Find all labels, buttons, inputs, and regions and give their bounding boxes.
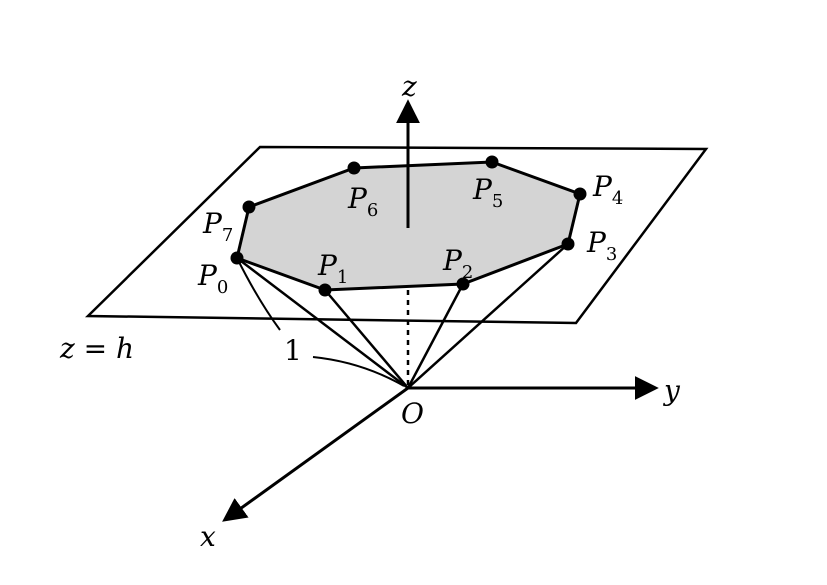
edge-o-p2 [406,283,465,389]
label-p6: P6 [347,182,378,221]
y-axis-label: y [662,374,681,407]
plane-z-h [84,145,709,325]
origin-label: O [401,397,424,430]
plane-label: z = h [59,332,134,365]
edge-o-p3 [407,243,569,389]
label-p5: P5 [472,173,503,212]
vertex-p5 [485,155,499,169]
label-p1: P1 [317,249,348,288]
vertex-p3 [561,237,575,251]
radius-label: 1 [284,334,302,367]
unit-arc-lower [312,356,405,387]
edge-o-p1 [324,289,409,389]
vertex-p7 [242,200,256,214]
unit-arc-upper [236,257,281,331]
x-axis-label: x [200,520,216,553]
vertex-p2 [456,277,470,291]
z-axis-label: z [401,70,417,103]
edge-o-p0 [236,257,409,389]
vertex-p0 [230,251,244,265]
vertex-p6 [347,161,361,175]
vertex-p4 [573,187,587,201]
vertex-p1 [318,283,332,297]
label-p4: P4 [592,170,623,209]
label-p7: P7 [202,207,233,246]
label-p0: P0 [197,259,228,298]
label-p2: P2 [442,244,473,283]
label-p3: P3 [586,226,617,265]
x-axis [222,386,409,522]
